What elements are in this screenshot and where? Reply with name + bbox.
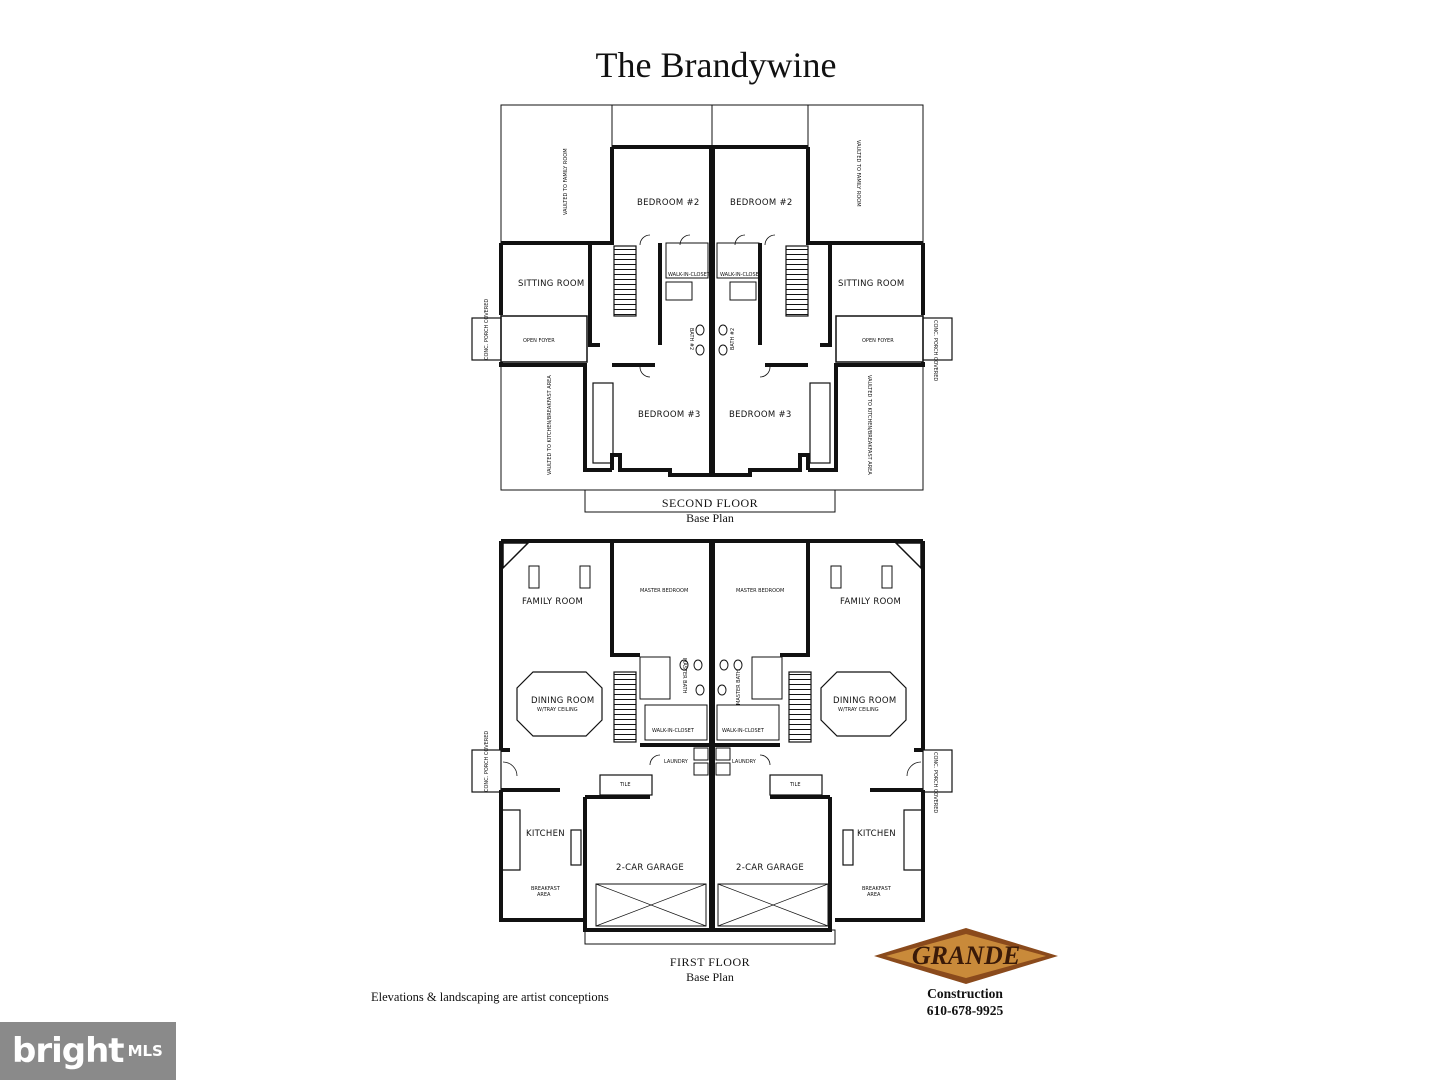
bright-mls-watermark: bright MLS (0, 1022, 176, 1080)
room-label-sitting-right: SITTING ROOM (838, 279, 905, 289)
room-label-wic-left: WALK-IN-CLOSET (668, 272, 711, 278)
room-label-kitchen-left: KITCHEN (526, 829, 565, 839)
first-floor-labels: FAMILY ROOM FAMILY ROOM MASTER BEDROOM M… (484, 588, 938, 898)
room-label-kitchen-right: KITCHEN (857, 829, 896, 839)
room-label-master-left: MASTER BEDROOM (640, 588, 688, 594)
room-label-garage-left: 2-CAR GARAGE (616, 863, 684, 873)
room-label-master-right: MASTER BEDROOM (736, 588, 784, 594)
room-label-vaulted-family-left: VAULTED TO FAMILY ROOM (563, 148, 569, 215)
room-label-bedroom2-right: BEDROOM #2 (730, 198, 793, 208)
watermark-suffix: MLS (127, 1042, 163, 1060)
room-label-garage-right: 2-CAR GARAGE (736, 863, 804, 873)
grande-logo: GRANDE (874, 928, 1058, 984)
second-floor-caption: SECOND FLOOR Base Plan (585, 496, 835, 526)
builder-info: Construction 610-678-9925 (900, 985, 1030, 1019)
room-label-tile-left: TILE (619, 782, 630, 788)
room-label-tile-right: TILE (789, 782, 800, 788)
room-label-bedroom3-right: BEDROOM #3 (729, 410, 792, 420)
room-label-mbath-left: MASTER BATH (681, 658, 687, 694)
room-label-wic-right: WALK-IN-CLOSET (720, 272, 763, 278)
plan-title: The Brandywine (595, 45, 837, 85)
room-label-bedroom2-left: BEDROOM #2 (637, 198, 700, 208)
first-floor-subtitle: Base Plan (686, 970, 734, 984)
room-label-breakfast-sub-left: AREA (537, 892, 551, 898)
second-floor-subtitle: Base Plan (686, 511, 734, 525)
room-label-family-right: FAMILY ROOM (840, 597, 901, 607)
room-label-porch-left: CONC. PORCH COVERED (484, 299, 490, 360)
first-floor-caption: FIRST FLOOR Base Plan (585, 955, 835, 985)
room-label-family-left: FAMILY ROOM (522, 597, 583, 607)
room-label-sitting-left: SITTING ROOM (518, 279, 585, 289)
room-label-dining-right: DINING ROOM (833, 696, 897, 706)
room-label-fwic-right: WALK-IN-CLOSET (722, 728, 765, 734)
room-label-fporch-right: CONC. PORCH COVERED (932, 752, 938, 813)
first-floor-name: FIRST FLOOR (669, 955, 751, 969)
room-label-dining-left: DINING ROOM (531, 696, 595, 706)
room-label-foyer-right: OPEN FOYER (862, 338, 894, 344)
second-floor-labels: BEDROOM #2 BEDROOM #2 SITTING ROOM SITTI… (484, 140, 938, 475)
room-label-bath2-right: BATH #2 (730, 328, 736, 350)
room-label-fwic-left: WALK-IN-CLOSET (652, 728, 695, 734)
room-label-breakfast-left: BREAKFAST (531, 886, 561, 892)
room-label-vaulted-family-right: VAULTED TO FAMILY ROOM (855, 140, 861, 207)
room-label-mbath-right: MASTER BATH (736, 669, 742, 705)
room-label-porch-right: CONC. PORCH COVERED (932, 320, 938, 381)
room-label-dining-sub-right: W/TRAY CEILING (838, 707, 879, 713)
builder-phone: 610-678-9925 (926, 1003, 1004, 1018)
watermark-brand: bright (12, 1031, 125, 1071)
room-label-vaulted-kitchen-right: VAULTED TO KITCHEN/BREAKFAST AREA (866, 375, 872, 475)
room-label-foyer-left: OPEN FOYER (523, 338, 555, 344)
second-floor-plan (471, 104, 953, 513)
disclaimer-note: Elevations & landscaping are artist conc… (371, 990, 609, 1004)
room-label-breakfast-sub-right: AREA (867, 892, 881, 898)
builder-name: Construction (927, 986, 1003, 1001)
room-label-dining-sub-left: W/TRAY CEILING (537, 707, 578, 713)
second-floor-name: SECOND FLOOR (661, 496, 759, 510)
room-label-fporch-left: CONC. PORCH COVERED (484, 731, 490, 792)
room-label-bath2-left: BATH #2 (688, 328, 694, 350)
room-label-laundry-right: LAUNDRY (732, 759, 757, 765)
logo-text: GRANDE (912, 941, 1020, 970)
room-label-vaulted-kitchen-left: VAULTED TO KITCHEN/BREAKFAST AREA (547, 375, 553, 475)
first-floor-plan (471, 539, 953, 945)
room-label-laundry-left: LAUNDRY (664, 759, 689, 765)
room-label-bedroom3-left: BEDROOM #3 (638, 410, 701, 420)
room-label-breakfast-right: BREAKFAST (862, 886, 892, 892)
